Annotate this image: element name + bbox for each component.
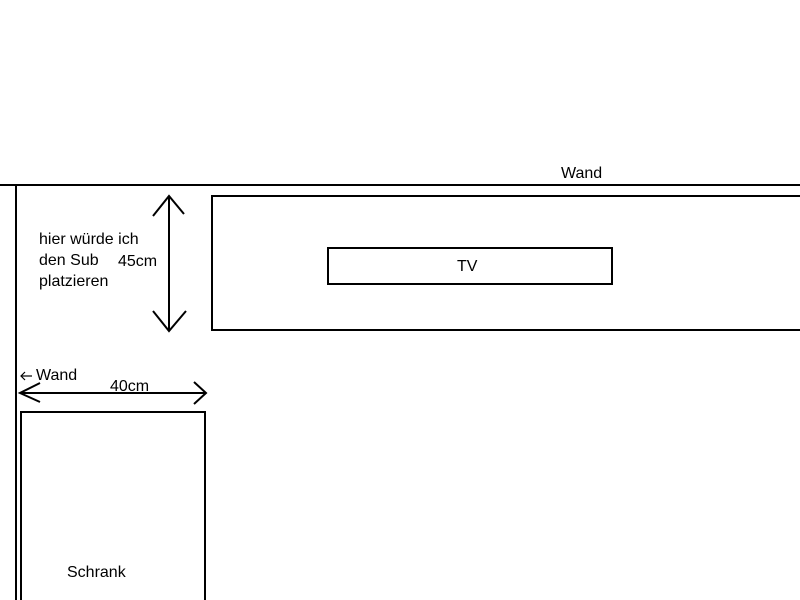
cabinet-label: Schrank: [67, 564, 126, 581]
tv-board: [211, 195, 800, 331]
width-arrow: [17, 381, 208, 405]
cabinet: [20, 411, 206, 600]
tv: [327, 247, 613, 285]
sub-note-line-1: hier würde ich: [39, 231, 139, 248]
tv-label: TV: [457, 258, 478, 275]
width-label: 40cm: [110, 378, 150, 395]
wall-top-label: Wand: [561, 165, 603, 182]
depth-arrow: [152, 194, 187, 333]
wall-left-label: Wand: [36, 367, 78, 384]
depth-label: 45cm: [118, 253, 158, 270]
sub-note-line-3: platzieren: [39, 273, 109, 290]
sub-note-line-2: den Sub: [39, 252, 99, 269]
small-left-arrow-icon: [20, 371, 32, 381]
